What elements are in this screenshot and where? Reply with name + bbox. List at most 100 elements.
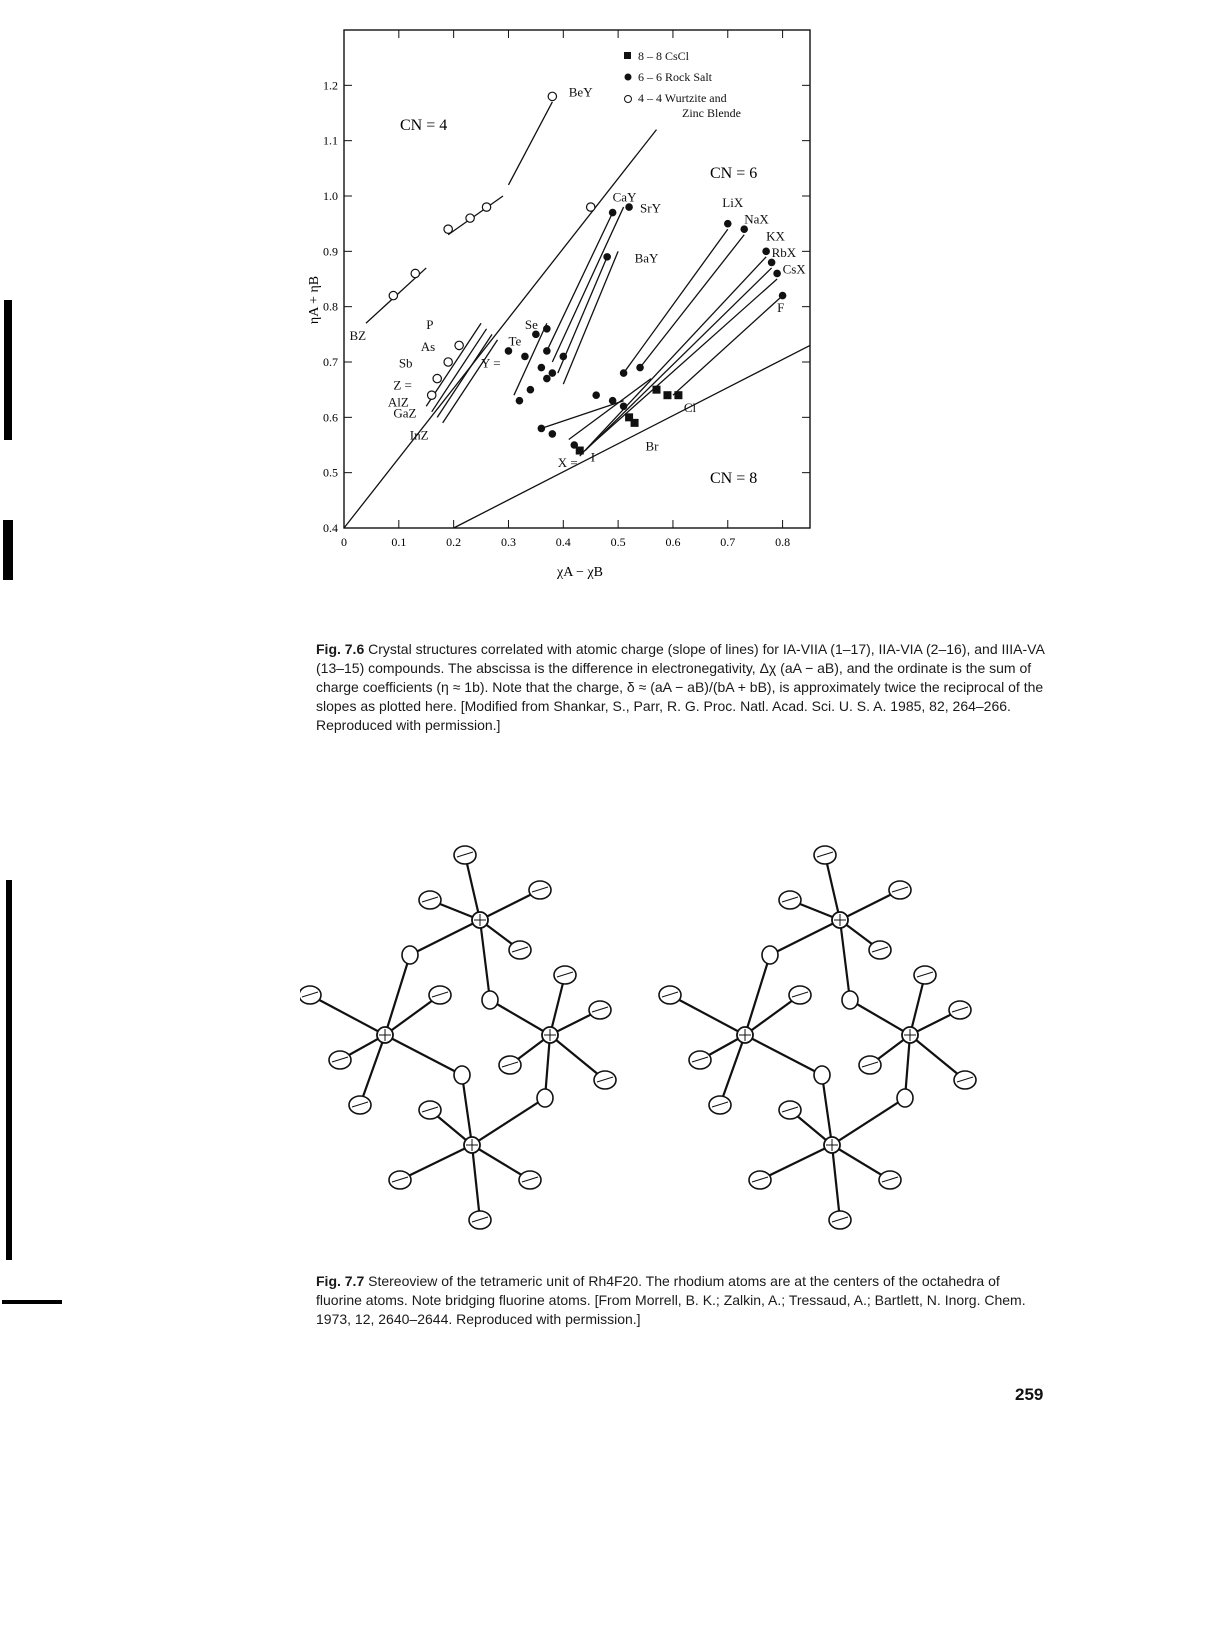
- fluorine-principal-axis: [391, 1176, 409, 1183]
- caption-text: Crystal structures correlated with atomi…: [316, 641, 1045, 733]
- trend-line: [436, 333, 493, 418]
- point-label: BeY: [569, 84, 593, 99]
- legend-entry-wurtzite: 4 – 4 Wurtzite and: [638, 91, 727, 105]
- rh-f-bond: [309, 994, 386, 1036]
- fluorine-principal-axis: [591, 1006, 609, 1013]
- rh-f-bond: [471, 1144, 531, 1181]
- bridge-bond: [478, 919, 492, 1001]
- molecule-left-view: [300, 845, 617, 1230]
- y-tick-label: 0.8: [323, 300, 338, 314]
- region-label-cn4: CN = 4: [400, 117, 447, 134]
- point-label: BZ: [349, 328, 366, 343]
- trend-line: [590, 278, 778, 446]
- fluorine-principal-axis: [751, 1176, 769, 1183]
- point-label: CaY: [613, 190, 637, 205]
- wurtzite-point: [585, 202, 596, 212]
- point-label: F: [777, 300, 784, 315]
- rocksalt-point: [636, 363, 644, 372]
- rh-f-bond: [470, 1144, 482, 1221]
- rh-f-bond: [548, 974, 567, 1036]
- legend-square-marker: [624, 52, 631, 59]
- fluorine-principal-axis: [521, 1176, 539, 1183]
- wurtzite-point: [481, 202, 492, 212]
- rocksalt-point: [526, 385, 535, 394]
- fluorine-principal-axis: [511, 946, 529, 953]
- bridge-bond: [820, 1074, 834, 1146]
- rh-f-bond: [831, 1144, 891, 1181]
- fluorine-principal-axis: [531, 886, 549, 893]
- point-label: As: [421, 339, 435, 354]
- fluorine-principal-axis: [871, 946, 889, 953]
- fluorine-principal-axis: [661, 991, 679, 998]
- x-tick-label: 0.4: [556, 535, 571, 549]
- y-tick-label: 1.0: [323, 189, 338, 203]
- fluorine-principal-axis: [711, 1101, 729, 1108]
- fluorine-principal-axis: [916, 971, 934, 978]
- rh-f-bond: [718, 1034, 747, 1106]
- point-label: BaY: [635, 250, 659, 265]
- y-tick-label: 0.5: [323, 466, 338, 480]
- fluorine-principal-axis: [351, 1101, 369, 1108]
- fluorine-atom: [300, 985, 322, 1005]
- wurtzite-point: [454, 340, 464, 351]
- trend-line: [453, 344, 811, 529]
- point-label: InZ: [410, 427, 429, 442]
- fluorine-principal-axis: [861, 1061, 879, 1068]
- fluorine-principal-axis: [331, 1056, 349, 1063]
- page-number: 259: [1015, 1385, 1044, 1404]
- fluorine-principal-axis: [781, 1106, 799, 1113]
- wurtzite-point: [426, 390, 437, 400]
- wurtzite-point: [547, 91, 558, 102]
- legend-open-circle-marker: [624, 95, 632, 103]
- caption-label: Fig. 7.6: [316, 641, 365, 657]
- trend-line: [639, 234, 745, 368]
- wurtzite-point: [410, 268, 421, 279]
- point-label: AlZ: [388, 394, 409, 409]
- point-label: LiX: [722, 195, 744, 210]
- trend-line: [442, 339, 499, 424]
- legend-entry-cscl: 8 – 8 CsCl: [638, 49, 690, 63]
- bridge-bond: [838, 919, 852, 1001]
- rocksalt-point: [767, 258, 776, 267]
- point-label: X =: [558, 455, 578, 470]
- trend-line: [557, 256, 608, 374]
- trend-line: [623, 228, 729, 374]
- trend-line: [447, 195, 504, 236]
- caption-text: Stereoview of the tetrameric unit of Rh4…: [316, 1273, 1026, 1327]
- y-tick-label: 0.7: [323, 355, 338, 369]
- rocksalt-point: [570, 441, 579, 449]
- cscl-point: [674, 391, 683, 400]
- rocksalt-point: [592, 391, 600, 400]
- bridging-fluorine-atom: [813, 1065, 831, 1085]
- fluorine-principal-axis: [501, 1061, 519, 1068]
- bridge-bond: [409, 919, 481, 956]
- rocksalt-point: [537, 363, 546, 372]
- fluorine-principal-axis: [831, 1216, 849, 1223]
- rocksalt-point: [548, 369, 557, 377]
- molecule-right-view: [658, 845, 977, 1230]
- trend-line: [579, 256, 767, 457]
- trend-line: [551, 206, 625, 363]
- point-label: Cl: [684, 400, 697, 415]
- rh-f-bond: [358, 1034, 387, 1106]
- point-label: KX: [766, 228, 785, 243]
- trend-line: [431, 328, 488, 413]
- point-label: Sb: [399, 356, 413, 371]
- bridge-bond: [769, 919, 841, 956]
- fluorine-principal-axis: [596, 1076, 614, 1083]
- x-tick-label: 0.5: [611, 535, 626, 549]
- wurtzite-point: [443, 224, 453, 234]
- rh-f-bond: [823, 854, 842, 921]
- cscl-point: [575, 446, 584, 455]
- bridge-bond: [543, 1034, 552, 1099]
- legend-entry-rocksalt: 6 – 6 Rock Salt: [638, 70, 713, 84]
- point-label: CsX: [783, 261, 807, 276]
- point-label: GaZ: [393, 405, 416, 420]
- fluorine-principal-axis: [951, 1006, 969, 1013]
- bridge-bond: [383, 954, 412, 1036]
- point-label: Y =: [481, 356, 501, 371]
- wurtzite-point: [465, 213, 475, 223]
- y-tick-label: 0.9: [323, 244, 338, 258]
- fluorine-principal-axis: [881, 1176, 899, 1183]
- y-tick-label: 1.2: [323, 78, 338, 92]
